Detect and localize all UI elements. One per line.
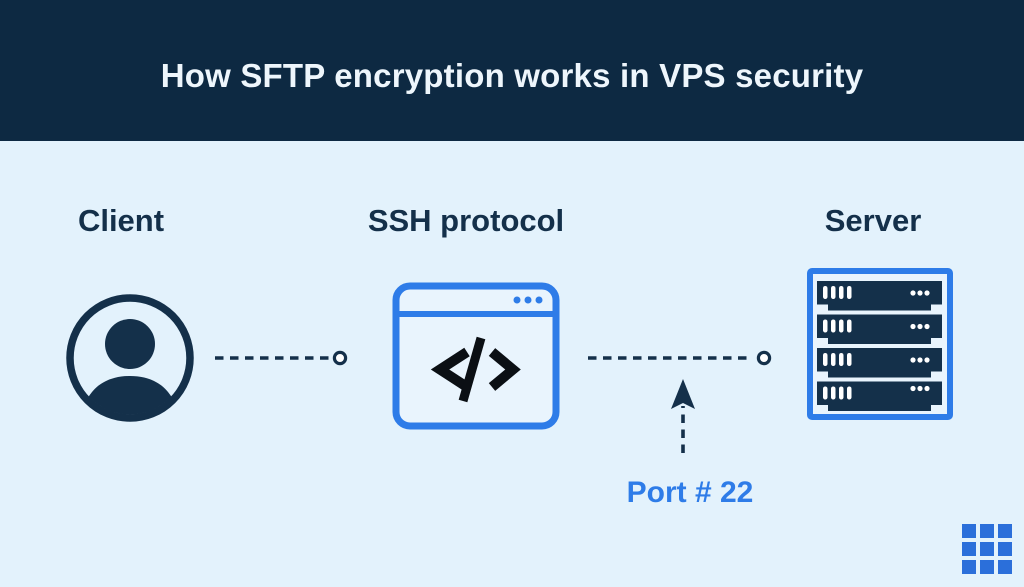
logo-grid-cell (962, 524, 976, 538)
server-blade (817, 281, 942, 311)
user-ring (66, 294, 194, 422)
user-head (105, 319, 155, 369)
port-annotation: Port # 22 (626, 476, 754, 509)
server-blade (817, 314, 942, 344)
window-dots-icon (513, 296, 543, 304)
client-label: Client (77, 203, 165, 238)
logo-grid-cell (980, 542, 994, 556)
server-blade (817, 348, 942, 378)
logo-grid-cell (962, 542, 976, 556)
connector-endpoint-circle (332, 350, 348, 366)
user-circle-icon (66, 294, 194, 422)
header-band: How SFTP encryption works in VPS securit… (0, 0, 1024, 141)
logo-grid-cell (998, 542, 1012, 556)
ssh-protocol-label: SSH protocol (367, 203, 565, 238)
server-label: Server (824, 203, 922, 238)
connector-endpoint-circle (756, 350, 772, 366)
server-rack-icon (807, 268, 953, 420)
page-title: How SFTP encryption works in VPS securit… (160, 57, 864, 94)
logo-grid-cell (998, 524, 1012, 538)
server-blade (817, 381, 942, 411)
logo-grid-cell (980, 524, 994, 538)
code-glyph-icon (430, 336, 521, 403)
brand-logo-grid-icon (962, 524, 1012, 574)
logo-grid-cell (980, 560, 994, 574)
logo-grid-cell (962, 560, 976, 574)
logo-grid-cell (998, 560, 1012, 574)
code-window-icon (392, 282, 560, 430)
port-arrow-head (671, 379, 695, 409)
